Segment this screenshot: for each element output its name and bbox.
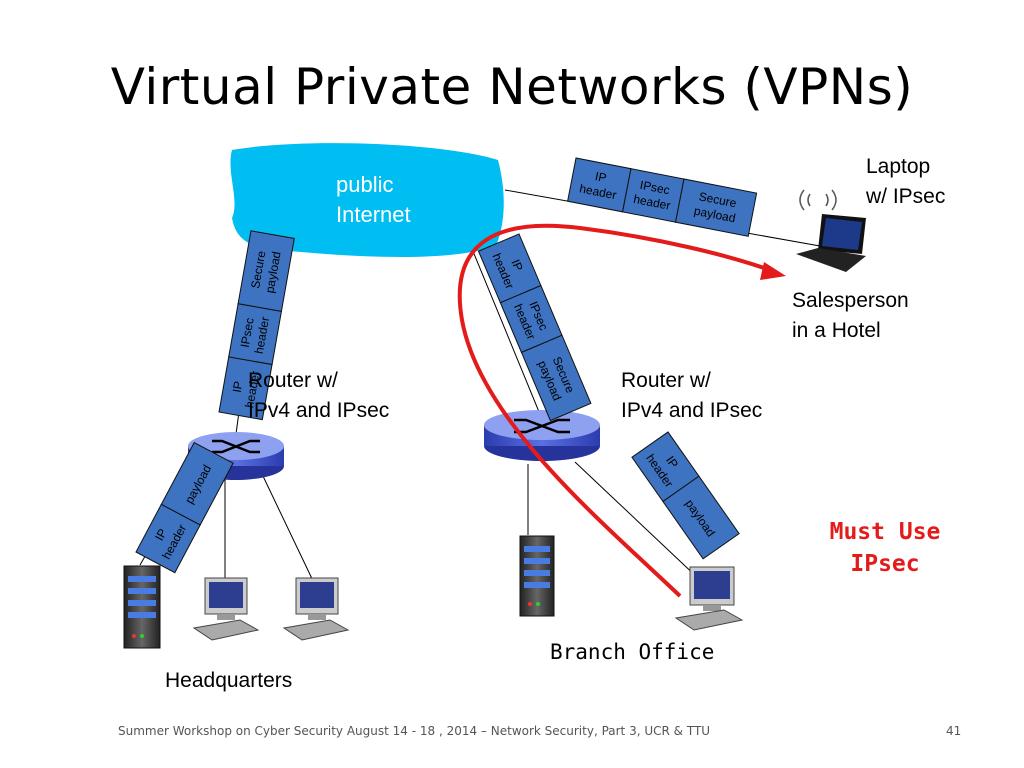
packet-left-lower: IP header payload xyxy=(135,441,234,574)
svg-text:IP: IP xyxy=(230,380,246,394)
packet-left-lower-payload xyxy=(160,441,234,526)
server-branch xyxy=(519,535,555,617)
slide-footer: Summer Workshop on Cyber Security August… xyxy=(118,724,711,738)
router-right-label-1: Router w/ xyxy=(621,369,711,392)
packet-right-lower: IP header payload xyxy=(631,431,740,560)
packet-right-upper-payload xyxy=(520,334,592,422)
laptop-icon xyxy=(796,189,866,272)
svg-text:IPsec: IPsec xyxy=(238,317,257,349)
ipsec-tunnel-arrow xyxy=(457,223,771,598)
link-router-right-pc xyxy=(574,461,701,581)
public-internet-cloud xyxy=(230,143,504,257)
server-headquarters xyxy=(123,565,161,649)
svg-text:header: header xyxy=(252,316,272,355)
must-use-ipsec-note: Must Use IPsec xyxy=(800,516,970,580)
ipsec-tunnel-arrowhead xyxy=(760,262,786,280)
salesperson-label-1: Salesperson xyxy=(792,289,909,312)
packet-right-upper: IP header IPsec header Secure payload xyxy=(477,233,592,422)
router-right xyxy=(484,410,600,461)
svg-text:Secure: Secure xyxy=(248,249,268,289)
workstation-hq-1 xyxy=(192,577,260,641)
packet-top-payload xyxy=(674,178,758,237)
cloud-label-public: public xyxy=(336,172,394,197)
workstation-branch xyxy=(674,566,744,631)
router-left-label-1: Router w/ xyxy=(248,369,338,392)
packet-left-upper: IP header IPsec header Secure payload xyxy=(218,230,295,421)
cloud-label-internet: Internet xyxy=(336,202,411,227)
slide-title: Virtual Private Networks (VPNs) xyxy=(110,58,914,116)
page-number: 41 xyxy=(946,724,962,738)
router-left-label-2: IPv4 and IPsec xyxy=(248,399,390,422)
packet-right-lower-payload xyxy=(662,475,740,560)
svg-text:IPsec: IPsec xyxy=(639,178,671,197)
branch-office-label: Branch Office xyxy=(550,640,715,664)
svg-text:IP: IP xyxy=(508,257,525,273)
link-cloud-router-right xyxy=(469,243,545,425)
must-use-line-1: Must Use xyxy=(829,519,941,545)
link-router-left-pc2 xyxy=(261,473,316,586)
laptop-label-2: w/ IPsec xyxy=(866,185,946,208)
must-use-line-2: IPsec xyxy=(850,551,920,577)
laptop-label-1: Laptop xyxy=(866,155,931,178)
headquarters-label: Headquarters xyxy=(165,669,293,692)
workstation-hq-2 xyxy=(282,577,350,641)
svg-text:header: header xyxy=(242,370,262,409)
salesperson-label-2: in a Hotel xyxy=(792,319,881,342)
svg-text:IP: IP xyxy=(594,169,608,185)
router-right-label-2: IPv4 and IPsec xyxy=(621,399,763,422)
packet-left-upper-payload xyxy=(237,230,295,312)
packet-top: IP header IPsec header Secure payload xyxy=(567,157,758,237)
